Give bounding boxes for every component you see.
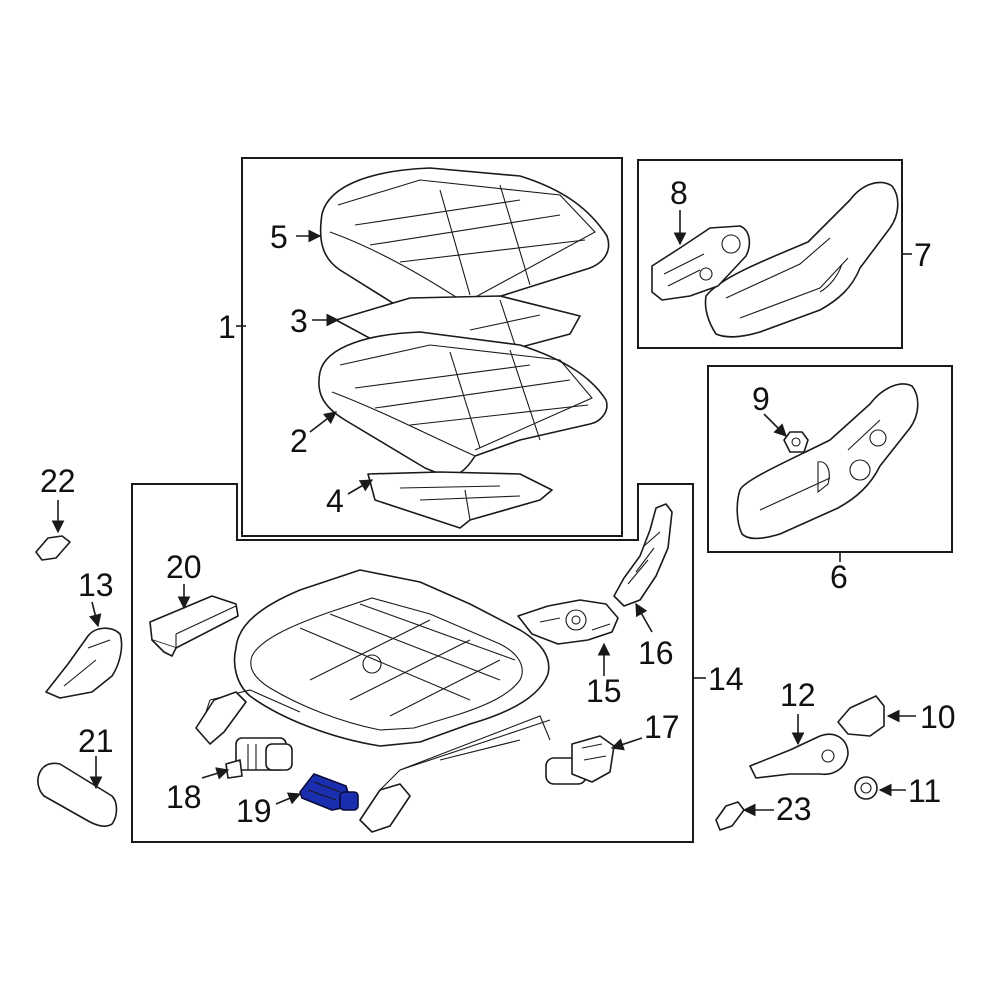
leader-18 xyxy=(201,767,230,780)
callout-9: 9 xyxy=(752,381,770,417)
callout-16: 16 xyxy=(638,635,674,671)
callout-4: 4 xyxy=(326,483,344,519)
trim-cover-part[interactable] xyxy=(45,627,123,699)
callout-5: 5 xyxy=(270,219,288,255)
cushion-bottom-part[interactable] xyxy=(367,471,553,529)
switch-module-part[interactable] xyxy=(651,225,751,301)
leader-16 xyxy=(635,602,653,633)
leader-19 xyxy=(275,792,302,805)
frame-group-box xyxy=(131,483,694,843)
callout-22: 22 xyxy=(40,463,76,499)
seat-frame-part[interactable] xyxy=(195,569,551,833)
clip-23-part[interactable] xyxy=(715,801,745,831)
callout-11: 11 xyxy=(908,773,941,809)
recliner-motor-part[interactable] xyxy=(299,773,359,811)
callout-7: 7 xyxy=(914,237,932,273)
callout-12: 12 xyxy=(780,677,816,713)
height-motor-part[interactable] xyxy=(225,737,293,779)
callout-8: 8 xyxy=(670,175,688,211)
callout-17: 17 xyxy=(644,709,680,745)
tilt-motor-part[interactable] xyxy=(545,735,615,785)
side-shield-lower-box xyxy=(707,365,953,553)
callout-19: 19 xyxy=(236,793,272,829)
callout-13: 13 xyxy=(78,567,114,603)
callout-1: 1 xyxy=(218,309,236,345)
clip-22-part[interactable] xyxy=(35,535,71,561)
leader-17 xyxy=(610,737,643,751)
cushion-pad-part[interactable] xyxy=(318,331,608,478)
recline-lever-part[interactable] xyxy=(749,733,849,779)
callout-21: 21 xyxy=(78,723,114,759)
callout-15: 15 xyxy=(586,673,622,709)
outer-side-shield-part[interactable] xyxy=(704,181,899,338)
end-cap-part[interactable] xyxy=(37,762,118,827)
callout-3: 3 xyxy=(290,303,308,339)
knob-part[interactable] xyxy=(783,431,809,453)
leader-4 xyxy=(347,479,374,495)
callout-14: 14 xyxy=(708,661,744,697)
leader-9 xyxy=(763,413,787,437)
retainer-ring-part[interactable] xyxy=(854,776,878,800)
leader-13 xyxy=(88,601,102,628)
callout-23: 23 xyxy=(776,791,812,827)
control-module-part[interactable] xyxy=(149,595,239,657)
callout-20: 20 xyxy=(166,549,202,585)
inner-side-shield-part[interactable] xyxy=(736,383,919,540)
cushion-cover-part[interactable] xyxy=(319,167,610,330)
callout-2: 2 xyxy=(290,423,308,459)
callout-6: 6 xyxy=(830,559,848,595)
adjuster-bracket-part[interactable] xyxy=(517,599,619,645)
callout-10: 10 xyxy=(920,699,956,735)
leader-2 xyxy=(309,411,338,433)
handle-part[interactable] xyxy=(837,695,885,737)
callout-18: 18 xyxy=(166,779,202,815)
cable-guide-part[interactable] xyxy=(613,503,673,607)
cushion-group-box xyxy=(241,157,623,537)
